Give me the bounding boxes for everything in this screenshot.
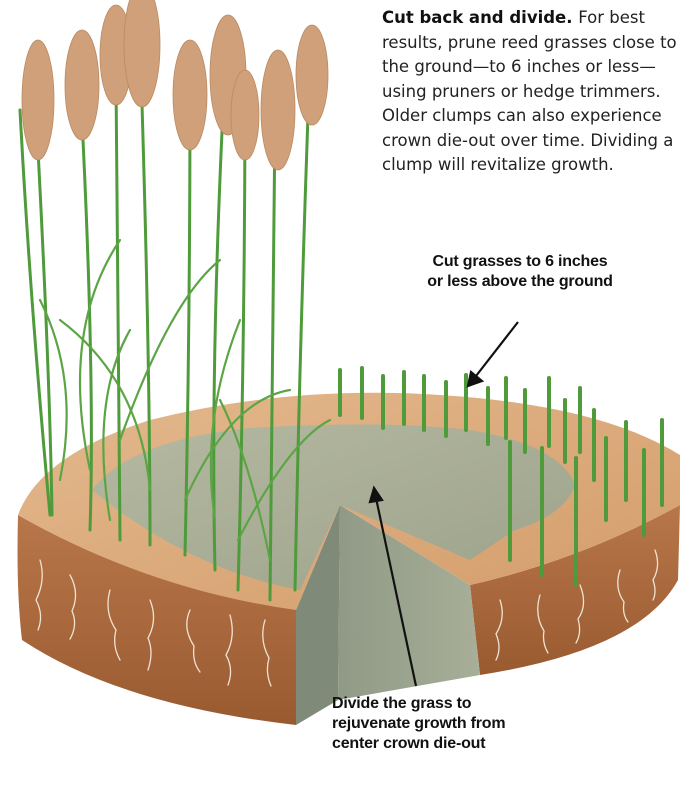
divide-callout: Divide the grass to rejuvenate growth fr…: [332, 694, 532, 754]
caption: Cut back and divide. For best results, p…: [382, 6, 687, 178]
cut-callout: Cut grasses to 6 inches or less above th…: [400, 252, 640, 292]
divide-callout-line-2: rejuvenate growth from: [332, 714, 532, 734]
cut-callout-line-2: or less above the ground: [400, 272, 640, 292]
divide-callout-line-1: Divide the grass to: [332, 694, 532, 714]
caption-lead: Cut back and divide.: [382, 8, 578, 27]
cut-callout-line-1: Cut grasses to 6 inches: [400, 252, 640, 272]
caption-body: For best results, prune reed grasses clo…: [382, 8, 677, 174]
plumes: [22, 0, 328, 170]
divide-callout-line-3: center crown die-out: [332, 734, 532, 754]
